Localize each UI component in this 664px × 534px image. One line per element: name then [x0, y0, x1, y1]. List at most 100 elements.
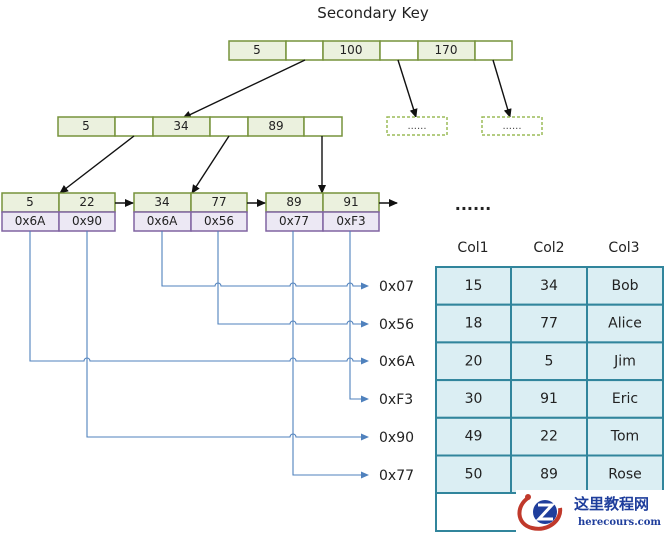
root-pointer-cell	[474, 40, 513, 61]
table-cell	[435, 341, 512, 382]
leaf-key: 89	[286, 195, 301, 209]
placeholder-dots: ......	[407, 121, 426, 132]
pointer-lines	[29, 231, 369, 479]
table-cell-value: 20	[465, 353, 483, 369]
internal-node: 5 34 89	[57, 116, 343, 137]
leaf-addr: 0x56	[204, 214, 234, 228]
table-cell	[586, 379, 664, 419]
root-key: 5	[253, 43, 261, 57]
data-table: 15 34 Bob 18 77 Alice 20 5 Jim 30 91 Eric 49 22 Tom 50 8…	[435, 266, 664, 495]
leaf-addr-cell	[190, 211, 248, 232]
internal-pointer-cell	[114, 116, 154, 137]
placeholder-node: ......	[481, 116, 543, 136]
table-cell-value: 30	[465, 391, 483, 407]
row-address-label: 0xF3	[379, 392, 413, 408]
table-cell-value: 49	[465, 429, 483, 445]
root-key: 170	[435, 43, 458, 57]
watermark-logo-icon	[517, 494, 563, 531]
table-row: 20 5 Jim	[435, 341, 664, 382]
table-cell-value: Alice	[608, 316, 642, 332]
pointer-line-0xF3	[349, 231, 369, 403]
leaf-addr-cell	[322, 211, 380, 232]
root-key: 100	[340, 43, 363, 57]
watermark-title: 这里教程网	[574, 495, 649, 513]
table-cell-value: 89	[540, 466, 558, 482]
table-cell	[510, 266, 588, 306]
leaf-key: 22	[79, 195, 94, 209]
table-cell-value: 5	[545, 353, 554, 369]
table-cell	[435, 266, 512, 306]
row-address-label: 0x07	[379, 279, 414, 295]
leaf-key: 77	[211, 195, 226, 209]
table-row: 18 77 Alice	[435, 303, 664, 344]
table-row: 49 22 Tom	[435, 416, 664, 457]
leaf-addr: 0xF3	[336, 214, 365, 228]
root-pointer-cell	[285, 40, 324, 61]
root-pointer-cell	[379, 40, 419, 61]
internal-key: 5	[82, 119, 90, 133]
diagram-title: Secondary Key	[317, 4, 429, 22]
internal-key: 34	[173, 119, 188, 133]
leaf-addr: 0x90	[72, 214, 102, 228]
row-address-label: 0x77	[379, 468, 414, 484]
watermark: 这里教程网 herecours.com	[516, 490, 664, 534]
table-column-header: Col1	[457, 240, 488, 256]
leaf-key: 34	[154, 195, 169, 209]
more-indicator: ......	[455, 195, 491, 214]
placeholder-box	[481, 116, 543, 136]
internal-to-leaf-arrow	[191, 135, 230, 194]
table-cell-value: Eric	[612, 391, 638, 407]
table-row: 50 89 Rose	[435, 454, 664, 495]
watermark-url: herecours.com	[578, 517, 661, 528]
row-address-label: 0x56	[379, 317, 414, 333]
placeholder-dots: ......	[502, 121, 521, 132]
root-to-placeholder-arrow	[397, 59, 418, 118]
table-cell	[510, 416, 588, 457]
root-to-placeholder-arrow	[492, 59, 512, 118]
table-cell-value: Bob	[611, 278, 638, 294]
root-node: 5 100 170	[228, 40, 513, 61]
leaf-node: 34 77 0x6A 0x56	[133, 192, 248, 232]
placeholder-box	[386, 116, 448, 136]
pointer-line-0x56	[217, 231, 369, 328]
pointer-line-0x90	[86, 231, 369, 441]
table-cell	[510, 303, 588, 344]
leaf-addr: 0x77	[279, 214, 309, 228]
pointer-line-0x77	[292, 231, 369, 479]
row-address-label: 0x6A	[379, 354, 415, 370]
table-cell-value: 15	[465, 278, 483, 294]
table-cell-value: Rose	[608, 466, 642, 482]
table-cell-value: 91	[540, 391, 558, 407]
table-cell-value: 18	[465, 316, 483, 332]
leaf-node: 5 22 0x6A 0x90	[1, 192, 116, 232]
placeholder-node: ......	[386, 116, 448, 136]
table-cell-value: Jim	[613, 353, 636, 369]
leaf-node: 89 91 0x77 0xF3	[265, 192, 380, 232]
root-to-internal-arrow	[182, 59, 306, 119]
table-cell-value: 77	[540, 316, 558, 332]
table-row: 30 91 Eric	[435, 379, 664, 419]
table-cell	[435, 454, 512, 495]
table-column-header: Col2	[533, 240, 564, 256]
table-cell	[435, 416, 512, 457]
leaf-addr: 0x6A	[147, 214, 178, 228]
table-cell-value: 34	[540, 278, 558, 294]
table-column-header: Col3	[608, 240, 639, 256]
leaf-key: 91	[343, 195, 358, 209]
table-cell	[586, 303, 664, 344]
table-cell-value: 22	[540, 429, 558, 445]
table-cell-value: 50	[465, 466, 483, 482]
leaf-addr: 0x6A	[15, 214, 46, 228]
table-cell	[435, 303, 512, 344]
leaf-key: 5	[26, 195, 34, 209]
pointer-line-0x6A	[29, 231, 369, 365]
table-cell-value: Tom	[610, 429, 639, 445]
table-cell	[435, 379, 512, 419]
internal-pointer-cell	[209, 116, 249, 137]
row-address-label: 0x90	[379, 430, 414, 446]
table-row: 15 34 Bob	[435, 266, 664, 306]
pointer-line-0x07	[161, 231, 369, 290]
internal-pointer-cell	[303, 116, 343, 137]
internal-to-leaf-arrow	[59, 135, 135, 194]
